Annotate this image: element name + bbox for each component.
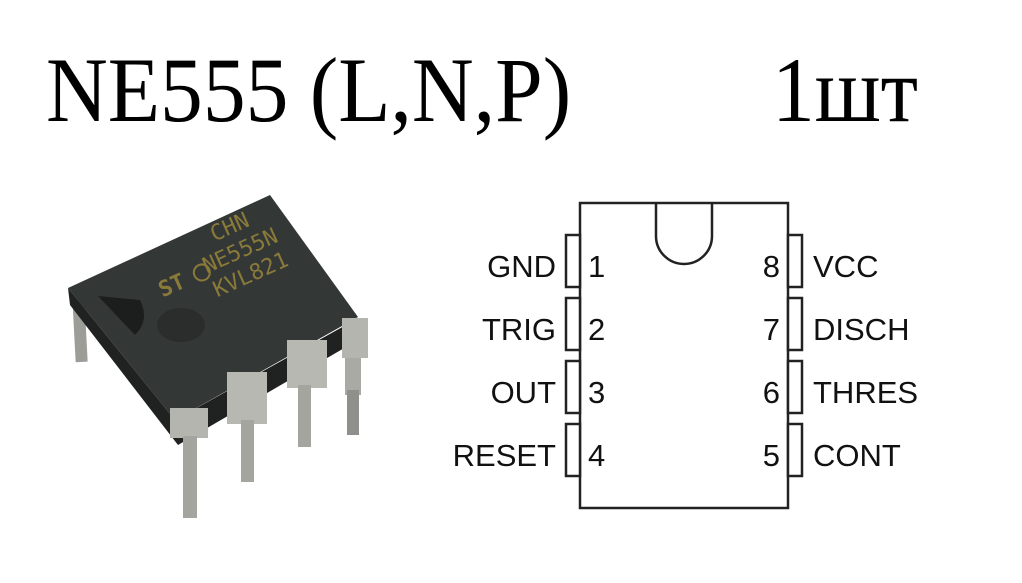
- pin-stub-7: [786, 296, 804, 352]
- pin-number-3: 3: [588, 375, 605, 410]
- chip-logo-circle: [192, 263, 211, 282]
- pin-number-6: 6: [763, 375, 780, 410]
- quantity-label: 1шт: [772, 39, 919, 141]
- ic-outline: [578, 201, 790, 510]
- chip-notch: [98, 296, 144, 335]
- pin-stub-2: [564, 296, 582, 352]
- pin-name-5: CONT: [813, 438, 901, 473]
- chip-dimple: [157, 308, 205, 342]
- pin-stub-8: [786, 233, 804, 289]
- product-title: NE555 (L,N,P): [46, 39, 572, 141]
- pin-number-8: 8: [763, 249, 780, 284]
- pin-name-7: DISCH: [813, 312, 909, 347]
- pin-name-3: OUT: [491, 375, 557, 410]
- pin-name-4: RESET: [453, 438, 556, 473]
- pin-number-7: 7: [763, 312, 780, 347]
- chip-body-top: [68, 195, 358, 420]
- pin-number-5: 5: [763, 438, 780, 473]
- pin-name-2: TRIG: [482, 312, 556, 347]
- pin-stub-5: [786, 422, 804, 478]
- chip-front-pins: [170, 318, 368, 518]
- pin-name-6: THRES: [813, 375, 918, 410]
- pin-name-8: VCC: [813, 249, 878, 284]
- pin-stub-1: [564, 233, 582, 289]
- pin-stub-4: [564, 422, 582, 478]
- pin-name-1: GND: [487, 249, 556, 284]
- pin-stub-3: [564, 359, 582, 415]
- pin-number-4: 4: [588, 438, 605, 473]
- pin-number-1: 1: [588, 249, 605, 284]
- ic-notch: [654, 203, 714, 266]
- pin-stub-6: [786, 359, 804, 415]
- pin-number-2: 2: [588, 312, 605, 347]
